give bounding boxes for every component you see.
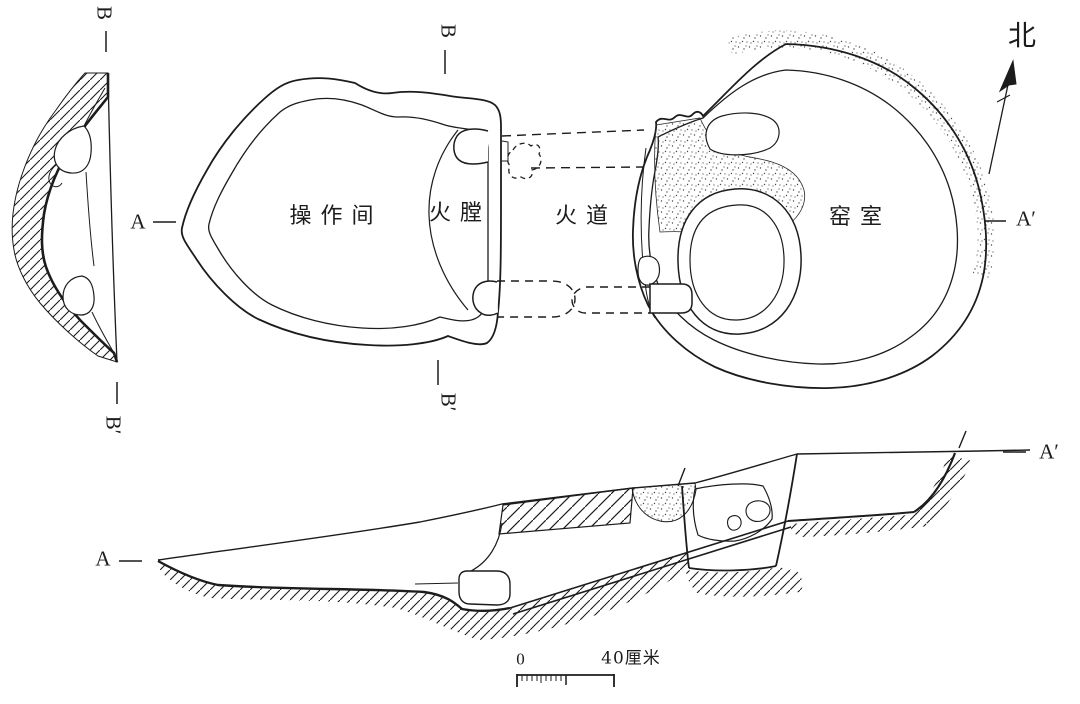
scale-bar-minor-ticks (521, 675, 562, 683)
aa-firebox-rect (458, 570, 511, 606)
plan-flue-mouth-bottom (472, 280, 499, 317)
north-arrow-head (998, 59, 1017, 93)
plan-firechannel-dashed-pill-left (497, 280, 576, 318)
north-arrow-tick (996, 94, 1011, 103)
operation-room-label: 操作间 (289, 204, 383, 229)
bb-lobe-lower (62, 275, 95, 316)
north-label: 北 (1007, 19, 1037, 52)
section-b-label-plan-top: B (436, 23, 461, 39)
plan-view (153, 30, 1006, 389)
bb-right-face (107, 72, 118, 363)
section-bb-view (11, 31, 119, 404)
bb-inner-wall-top (83, 87, 106, 127)
aa-firebox-back-wall (470, 522, 503, 572)
aa-stipple-blob (631, 482, 697, 523)
section-aa-view (119, 430, 1031, 640)
aa-floor-thick (157, 559, 511, 612)
plan-kiln-small-blob (637, 255, 661, 286)
plan-left-chamber-outer (180, 77, 502, 347)
bb-lobe-upper (53, 125, 92, 174)
plan-firechannel-dashed-line-lower (530, 166, 645, 169)
aa-hatch-under-pit (686, 567, 803, 597)
bb-inner-wall-bottom (91, 311, 115, 354)
firebox-label: 火膛 (428, 201, 492, 226)
section-a-prime-label-plan-right: A′ (1016, 206, 1036, 231)
aa-pit-floor (688, 565, 777, 572)
bb-bump-small (48, 164, 63, 188)
aa-pit-right-wall (775, 453, 798, 567)
scale-bar (516, 674, 615, 687)
aa-connector-line (414, 582, 459, 585)
plan-firechannel-dashed-blob (506, 142, 542, 180)
plan-kiln-pit-outer (677, 188, 802, 335)
aa-terrace-edge (913, 452, 957, 513)
plan-flue-mouth-top (453, 128, 489, 165)
aa-flue-double-line-1 (509, 520, 789, 609)
section-b-label-top-left: B (92, 5, 117, 21)
section-b-prime-label-bottom-left: B′ (101, 415, 126, 435)
aa-pit-stone-1 (745, 500, 771, 522)
section-a-label-plan-left: A (130, 209, 146, 234)
fire-channel-label: 火道 (554, 204, 618, 229)
aa-lower-ground-right (787, 511, 915, 522)
plan-kiln-pit-inner (689, 204, 785, 321)
plan-firechannel-dashed-line-upper (501, 129, 645, 137)
aa-tick-left (677, 467, 686, 487)
north-arrow (988, 59, 1017, 175)
aa-pit-stone-2 (727, 515, 742, 531)
kiln-chamber-label: 窑室 (828, 205, 892, 230)
aa-hatch-right-floor (790, 512, 928, 537)
north-arrow-shaft (988, 79, 1010, 175)
aa-hatch-left (160, 553, 689, 640)
plan-left-chamber-inner (207, 97, 489, 330)
plan-flue-mouth-top-opening (501, 140, 509, 162)
section-b-prime-label-plan-bottom: B′ (436, 392, 461, 412)
aa-hatch-terrace-edge (914, 455, 972, 525)
scale-zero-label: 0 (516, 649, 526, 669)
bb-inner-wall-mid (85, 171, 95, 267)
aa-pit-left-wall (681, 485, 690, 569)
section-a-label-bottom-left: A (95, 546, 111, 571)
section-a-prime-label-bottom-right: A′ (1039, 439, 1059, 464)
plan-firechannel-dashed-pill-right (571, 286, 650, 314)
aa-flue-double-line-2 (512, 526, 792, 615)
aa-pit-fill-outline (692, 483, 773, 542)
aa-tick-right (958, 430, 967, 449)
plan-kiln-channel-exit-rect (649, 283, 693, 314)
scale-forty-cm-label: 40厘米 (601, 648, 661, 669)
aa-hatch-roof-band (498, 487, 634, 535)
plan-firebox-arc (428, 129, 469, 311)
plan-kiln-outer (631, 43, 988, 389)
plan-kiln-collapse-blob (705, 112, 780, 156)
bb-hatched-wall (11, 72, 118, 363)
aa-surface-line (157, 449, 1031, 561)
